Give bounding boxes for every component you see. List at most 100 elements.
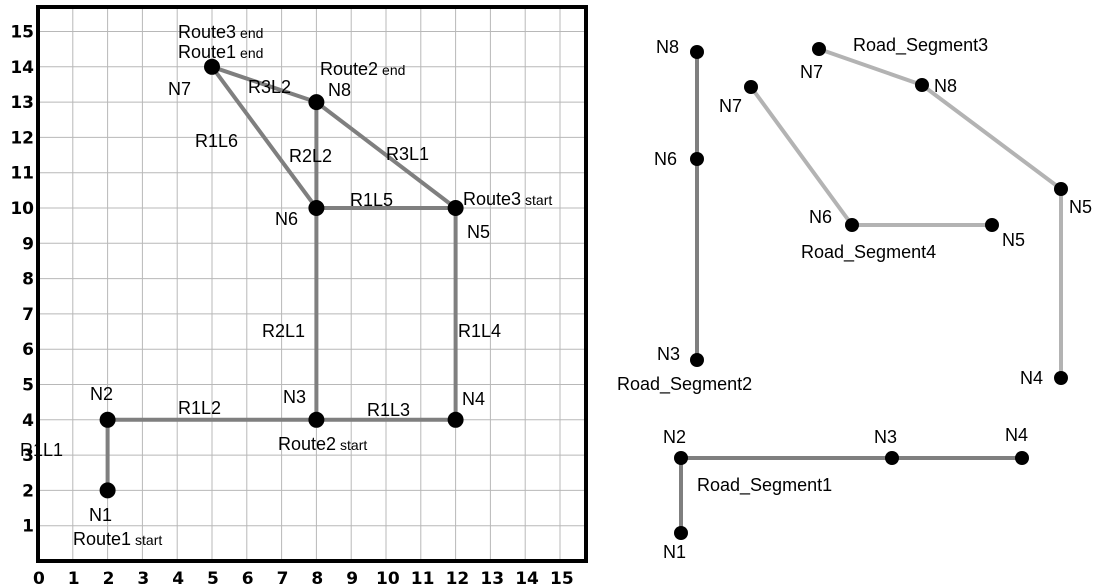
map-node-n4 bbox=[447, 411, 464, 428]
x-tick-label: 7 bbox=[277, 569, 289, 587]
segment4-line bbox=[749, 85, 992, 227]
map-grid bbox=[38, 7, 586, 561]
y-tick-label: 12 bbox=[10, 128, 34, 148]
segment1-node-n4 bbox=[1015, 451, 1029, 465]
segment4-label-n6: N6 bbox=[809, 207, 832, 227]
segment3-label-n4: N4 bbox=[1020, 368, 1043, 388]
link-label-r1l4: R1L4 bbox=[458, 321, 501, 341]
map-node-label-n3: N3 bbox=[283, 387, 306, 407]
segment4-node-n6 bbox=[845, 218, 859, 232]
link-label-r1l6: R1L6 bbox=[195, 131, 238, 151]
y-tick-label: 14 bbox=[10, 58, 34, 78]
segment2-label-n6: N6 bbox=[654, 149, 677, 169]
link-label-r1l5: R1L5 bbox=[350, 190, 393, 210]
route3-end-label: Route3 end bbox=[178, 22, 263, 42]
road-segment-1: N2 N3 N4 N1 Road_Segment1 bbox=[663, 425, 1029, 562]
segment3-node-n4 bbox=[1054, 371, 1068, 385]
segment1-label-n3: N3 bbox=[874, 427, 897, 447]
map-node-label-n6: N6 bbox=[275, 209, 298, 229]
network-links bbox=[105, 64, 458, 491]
map-node-n8 bbox=[308, 94, 325, 111]
x-tick-label: 1 bbox=[68, 569, 80, 587]
map-node-label-n7: N7 bbox=[168, 79, 191, 99]
y-tick-label: 8 bbox=[22, 270, 34, 290]
segment3-node-n7 bbox=[812, 42, 826, 56]
map-node-label-n1: N1 bbox=[89, 505, 112, 525]
y-tick-label: 6 bbox=[22, 340, 34, 360]
x-tick-label: 2 bbox=[103, 569, 115, 587]
segment1-label-n2: N2 bbox=[663, 427, 686, 447]
segment3-node-n8 bbox=[915, 78, 929, 92]
map-node-n5 bbox=[447, 200, 464, 216]
x-tick-label: 3 bbox=[137, 569, 149, 587]
y-tick-label: 9 bbox=[22, 234, 34, 254]
map-node-n1 bbox=[99, 482, 116, 499]
map-node-n6 bbox=[308, 200, 325, 216]
route2-end-label: Route2 end bbox=[320, 59, 405, 79]
segment3-node-n5 bbox=[1054, 182, 1068, 196]
route2-start-label: Route2 start bbox=[278, 434, 367, 454]
road-segment-3: N7 N8 N5 N4 Road_Segment3 bbox=[800, 35, 1092, 388]
x-tick-label: 14 bbox=[515, 569, 539, 587]
y-tick-label: 3 bbox=[22, 446, 34, 466]
link-r3l1 bbox=[315, 100, 457, 210]
link-r1l6 bbox=[210, 65, 319, 210]
x-tick-label: 8 bbox=[311, 569, 323, 587]
map-node-label-n5: N5 bbox=[467, 222, 490, 242]
map-frame bbox=[36, 5, 588, 563]
x-tick-label: 13 bbox=[480, 569, 504, 587]
link-label-r2l2: R2L2 bbox=[289, 146, 332, 166]
y-tick-label: 15 bbox=[10, 23, 34, 43]
x-tick-label: 10 bbox=[376, 569, 400, 587]
segment2-node-n3 bbox=[690, 353, 704, 367]
map-node-label-n2: N2 bbox=[90, 384, 113, 404]
x-tick-label: 12 bbox=[446, 569, 470, 587]
map-node-n2 bbox=[99, 411, 116, 428]
road-segment-2: N8 N6 N3 Road_Segment2 bbox=[617, 37, 752, 395]
segment1-label-n4: N4 bbox=[1005, 425, 1028, 445]
segment4-name: Road_Segment4 bbox=[801, 242, 936, 263]
y-tick-label: 10 bbox=[10, 199, 34, 219]
segment1-node-n3 bbox=[885, 451, 899, 465]
segment4-node-n7 bbox=[744, 80, 758, 94]
segment2-label-n3: N3 bbox=[657, 344, 680, 364]
link-label-r3l2: R3L2 bbox=[248, 77, 291, 97]
segment3-name: Road_Segment3 bbox=[853, 35, 988, 56]
route1-end-label: Route1 end bbox=[178, 42, 263, 62]
y-tick-label: 7 bbox=[22, 305, 34, 325]
y-tick-label: 13 bbox=[10, 93, 34, 113]
y-tick-label: 5 bbox=[22, 376, 34, 396]
x-tick-label: 9 bbox=[346, 569, 358, 587]
road-segment-4: N7 N6 N5 Road_Segment4 bbox=[719, 80, 1025, 263]
y-tick-label: 11 bbox=[10, 164, 34, 184]
x-tick-label: 5 bbox=[207, 569, 219, 587]
map-node-label-n8: N8 bbox=[328, 80, 351, 100]
link-label-r1l2: R1L2 bbox=[178, 398, 221, 418]
map-node-n3 bbox=[308, 411, 325, 428]
segment3-line bbox=[818, 47, 1063, 378]
segment4-node-n5 bbox=[985, 218, 999, 232]
x-tick-label: 4 bbox=[172, 569, 184, 587]
segment1-node-n1 bbox=[674, 526, 688, 540]
segment3-label-n7: N7 bbox=[800, 62, 823, 82]
segment2-node-n6 bbox=[690, 152, 704, 166]
x-tick-label: 6 bbox=[242, 569, 254, 587]
link-r3l2 bbox=[211, 64, 318, 104]
segment2-label-n8: N8 bbox=[656, 37, 679, 57]
x-tick-label: 11 bbox=[411, 569, 435, 587]
segment3-label-n5: N5 bbox=[1069, 197, 1092, 217]
link-label-r1l1: R1L1 bbox=[20, 440, 63, 460]
x-tick-label: 15 bbox=[550, 569, 574, 587]
map-node-label-n4: N4 bbox=[462, 389, 485, 409]
x-tick-label: 0 bbox=[33, 569, 45, 587]
segment2-node-n8 bbox=[690, 45, 704, 59]
map-node-n7 bbox=[204, 58, 220, 75]
segment4-label-n7: N7 bbox=[719, 96, 742, 116]
link-label-r2l1: R2L1 bbox=[262, 321, 305, 341]
segment4-label-n5: N5 bbox=[1002, 230, 1025, 250]
route1-start-label: Route1 start bbox=[73, 529, 162, 549]
segment1-label-n1: N1 bbox=[663, 542, 686, 562]
